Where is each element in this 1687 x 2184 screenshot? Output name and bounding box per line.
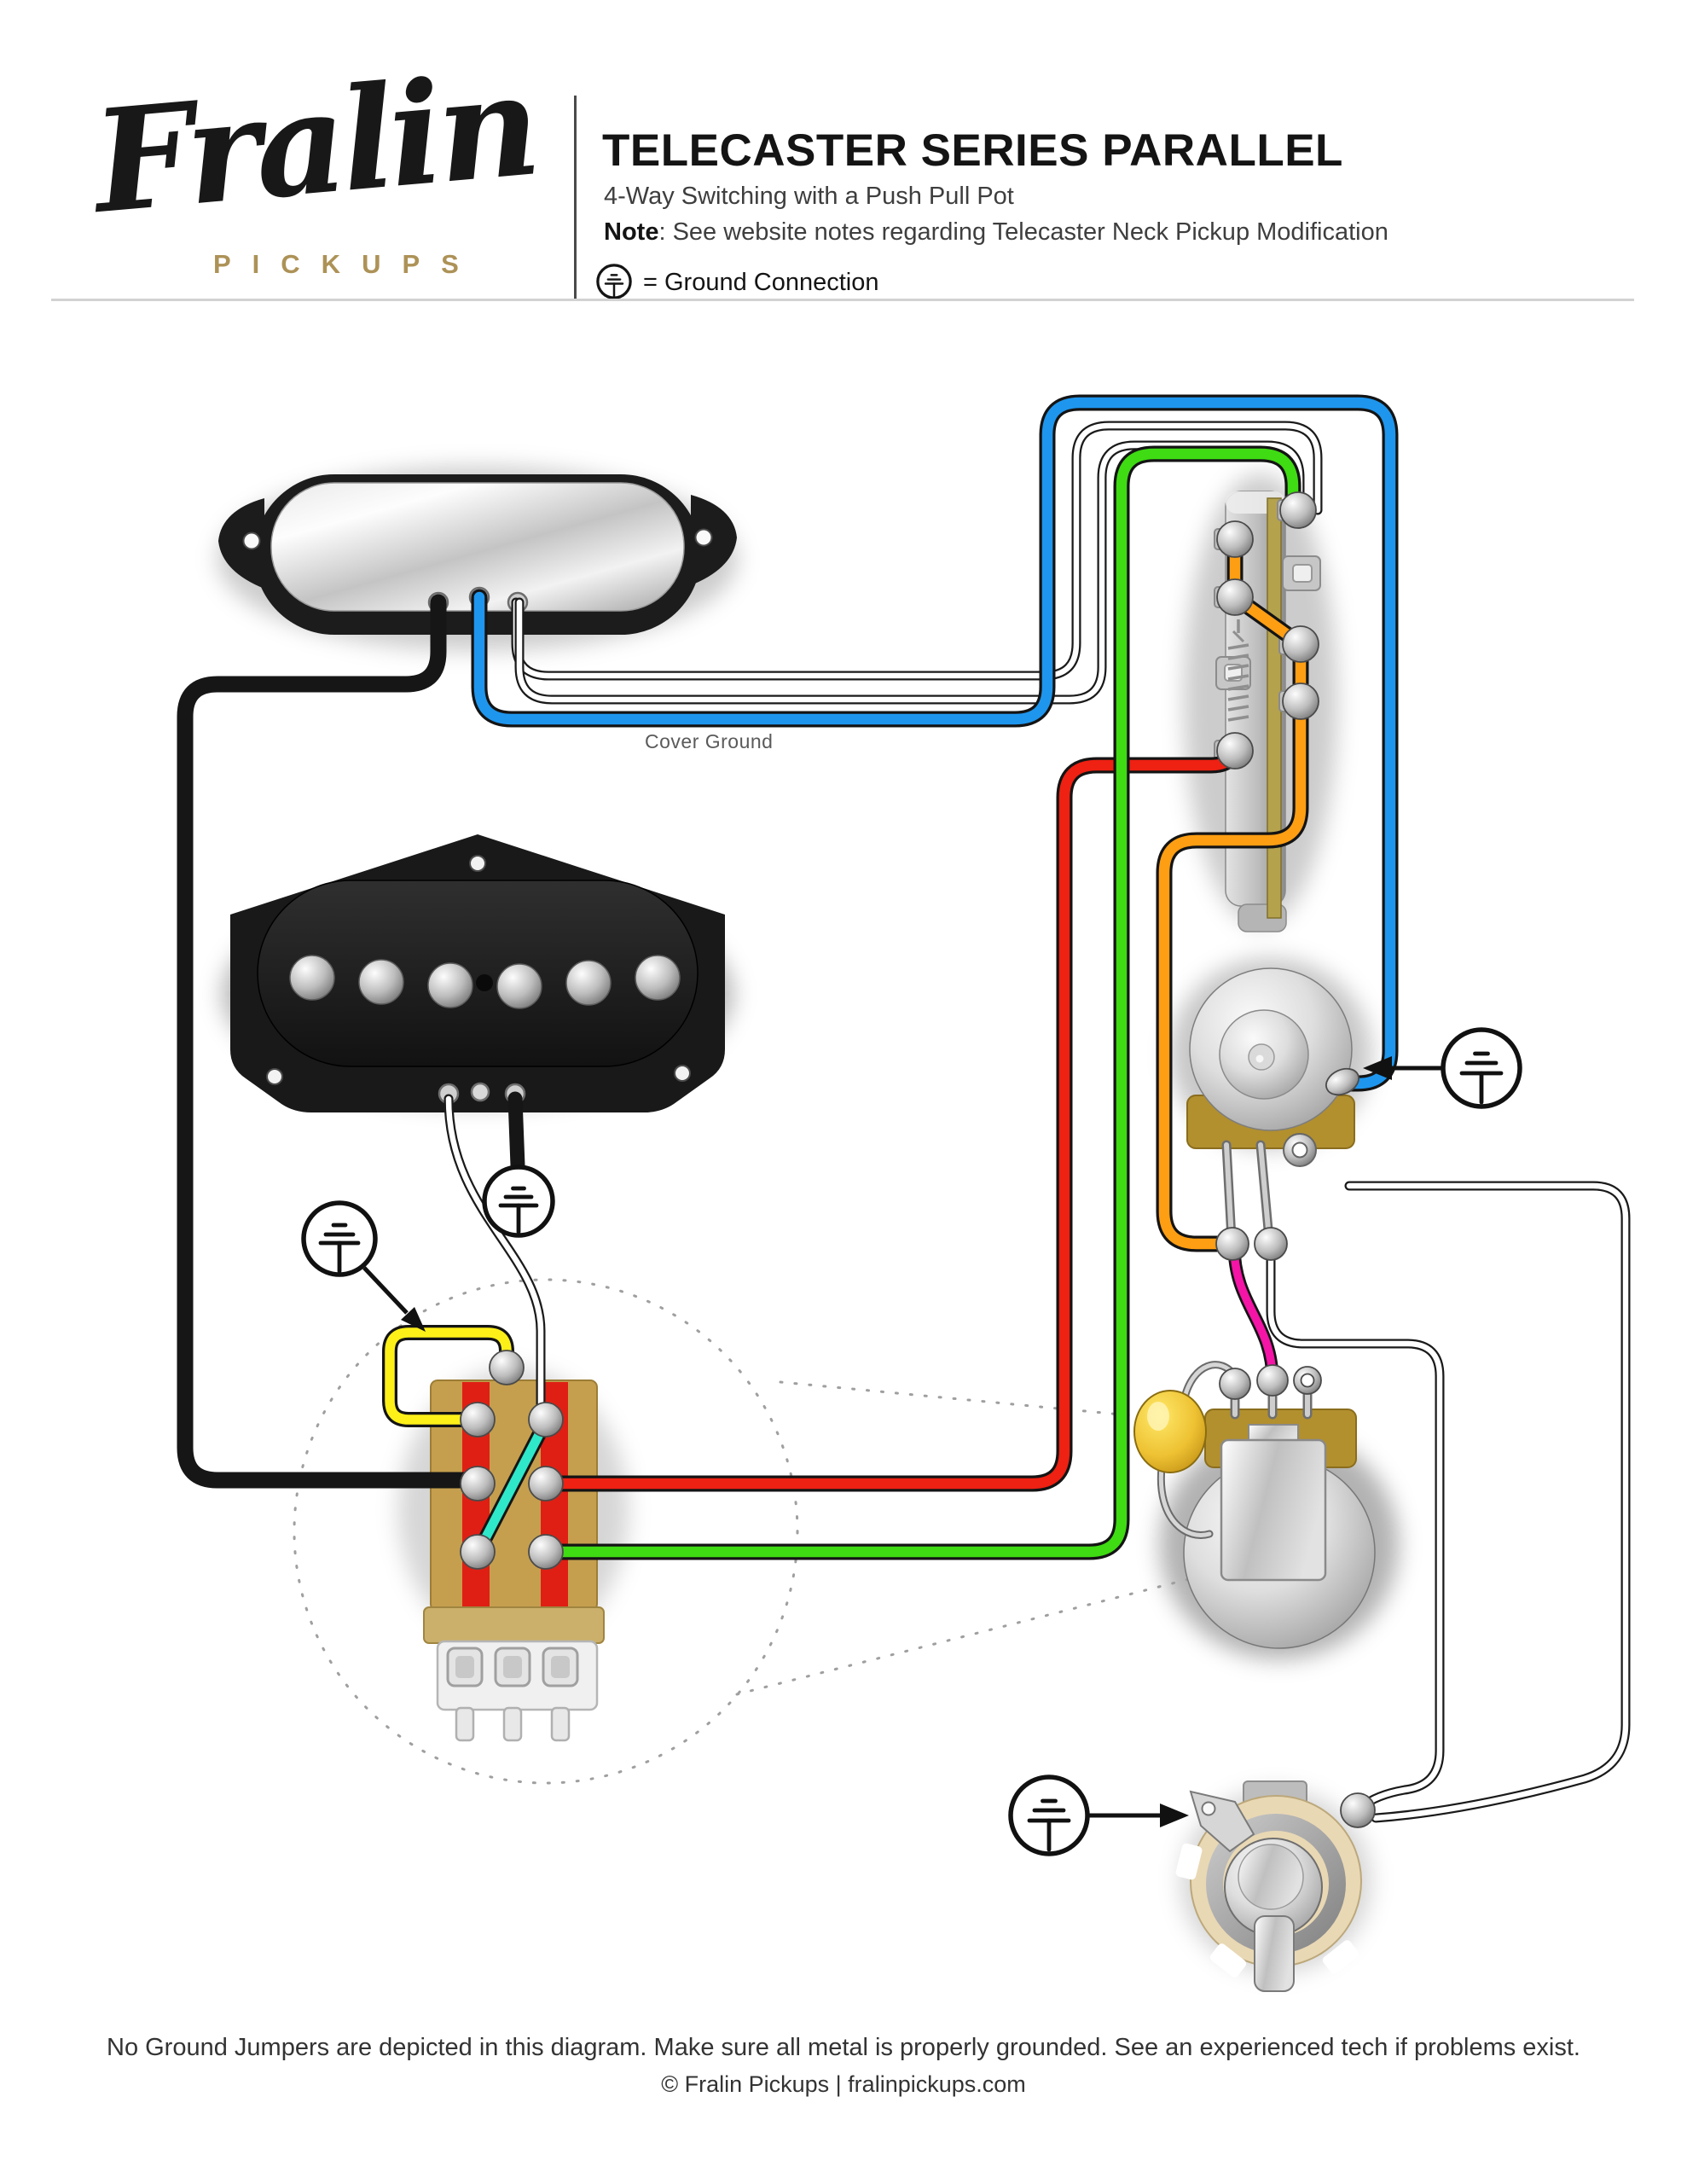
push-pull-lug-r3 [528, 1534, 564, 1570]
footer-disclaimer: No Ground Jumpers are depicted in this d… [107, 2034, 1580, 2061]
bridge-mount-hole-right [674, 1065, 691, 1082]
page-title: TELECASTER SERIES PARALLEL [602, 125, 1343, 176]
four-way-lug-5 [1282, 682, 1319, 720]
jack-solder-lug [1340, 1792, 1376, 1828]
bridge-wire-eyelet-mid [470, 1082, 490, 1102]
jack-plate-notches [1175, 1843, 1359, 1978]
four-way-lug-4 [1282, 625, 1319, 663]
push-pull-lug-top [489, 1350, 525, 1385]
solder-lugs [460, 491, 1376, 1828]
note-text: : See website notes regarding Telecaster… [658, 218, 1388, 246]
wire-blue [473, 397, 1396, 1089]
arrow-jack [1089, 1804, 1189, 1827]
push-pull-lug-l2 [460, 1466, 496, 1502]
disc-capacitor [1133, 1390, 1207, 1473]
wire-red-outline [537, 741, 1245, 1492]
bridge-mount-hole-top [469, 855, 486, 872]
jack-hot-tab [1254, 1915, 1295, 1992]
logo-pickups-wordmark: PICKUPS [213, 249, 480, 279]
push-pull-lug-l1 [460, 1402, 496, 1438]
bridge-pole-pieces [289, 955, 681, 1009]
push-pull-lug-l3 [460, 1534, 496, 1570]
neck-mount-hole-right [694, 528, 713, 547]
four-way-unused-tab-left [1215, 656, 1251, 690]
four-way-unused-tab-right [1282, 555, 1321, 591]
ground-symbol-icon [595, 263, 633, 302]
bridge-pickup [230, 834, 725, 1112]
volume-pot-lug-b [1254, 1227, 1288, 1261]
output-jack [1175, 1780, 1362, 1992]
wire-neck-white-outer [513, 422, 1321, 679]
volume-pot-open-ring-lug [1283, 1133, 1317, 1167]
dashed-callout-circle [293, 1278, 799, 1785]
wire-red [540, 743, 1243, 1490]
ground-legend-text: = Ground Connection [643, 268, 879, 296]
wire-yellow [385, 1327, 512, 1425]
page-subtitle: 4-Way Switching with a Push Pull Pot [604, 183, 1014, 210]
four-way-lug-6 [1216, 732, 1254, 770]
dashed-callout [293, 1278, 1194, 1785]
wire-neck-black [177, 594, 483, 1489]
arrow-push-pull [362, 1266, 426, 1332]
four-way-lug-3 [1216, 578, 1254, 616]
arrow-volume [1363, 1056, 1441, 1080]
header-rule [51, 299, 1634, 301]
wire-magenta [1230, 1241, 1277, 1385]
push-pull-lug-r1 [528, 1402, 564, 1438]
dashed-callout-line-bottom [735, 1577, 1194, 1696]
tone-pot-lug-a [1219, 1368, 1251, 1400]
ground-symbol-volume [1441, 1027, 1522, 1109]
ground-symbol-push-pull [301, 1200, 378, 1277]
ground-symbols [301, 1027, 1522, 1856]
ground-symbol-jack [1008, 1774, 1090, 1856]
tone-pot-open-ring-lug [1293, 1366, 1322, 1395]
wire-bridge-black [507, 1091, 525, 1173]
wire-cyan [474, 1416, 551, 1555]
wire-ground-white-outline [1344, 1181, 1631, 1823]
header-divider [574, 96, 577, 300]
four-way-lug-1 [1279, 491, 1317, 529]
four-way-lug-2 [1216, 520, 1254, 558]
bridge-center-dot [476, 974, 493, 991]
bridge-pickup-body [257, 880, 699, 1067]
footer-copyright: © Fralin Pickups | fralinpickups.com [661, 2071, 1026, 2097]
push-pull-lug-r2 [528, 1466, 564, 1502]
wire-bridge-white [445, 1095, 544, 1418]
ground-symbol-bridge [482, 1165, 555, 1238]
component-shadows [217, 467, 1399, 1973]
neck-mount-hole-left [242, 531, 261, 550]
four-way-spring [1227, 619, 1249, 722]
volume-pot [1186, 967, 1355, 1244]
neck-pickup-left-ear [218, 498, 264, 589]
cover-ground-label: Cover Ground [645, 730, 774, 752]
tone-pot-lug-b [1256, 1364, 1289, 1397]
note-label: Note [604, 218, 659, 246]
neck-pickup [218, 474, 737, 635]
push-pull-connector-holes [446, 1647, 579, 1687]
wire-neck-white-inner [516, 442, 1303, 703]
tone-pot [1133, 1361, 1376, 1649]
neck-pickup-right-ear [691, 495, 737, 585]
dashed-callout-line-top [779, 1380, 1194, 1423]
film-capacitor [1220, 1438, 1327, 1582]
volume-pot-lug-a [1215, 1227, 1249, 1261]
push-pull-switch [423, 1380, 605, 1742]
volume-pot-input-lug [1325, 1067, 1359, 1096]
bridge-mount-hole-left [266, 1068, 283, 1085]
wire-ground-white [1346, 1182, 1629, 1821]
push-pull-base [423, 1606, 605, 1644]
push-pull-prongs [455, 1706, 571, 1742]
volume-pot-lug-stems [1221, 1140, 1274, 1244]
wire-orange [1158, 695, 1307, 1250]
wire-green [540, 448, 1299, 1558]
wire-output-white [1267, 1242, 1443, 1810]
ground-legend: = Ground Connection [595, 263, 879, 302]
header-note: Note: See website notes regarding Teleca… [604, 218, 1388, 247]
